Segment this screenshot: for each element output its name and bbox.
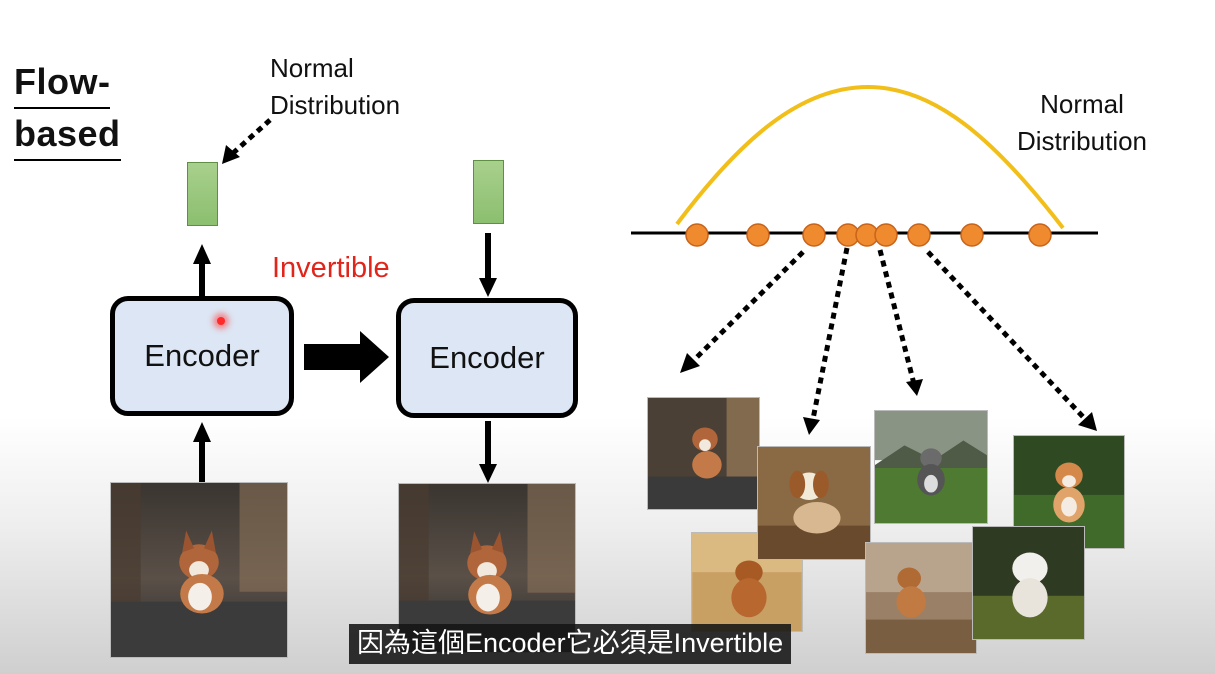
right-normal-distribution-label: Normal Distribution xyxy=(1016,89,1148,156)
latent-vector xyxy=(187,162,218,226)
dotted-arrow-icon xyxy=(222,118,272,164)
arrow-down-icon xyxy=(479,233,497,297)
left-normal-distribution-label: Normal Distribution xyxy=(270,53,401,120)
sample-point xyxy=(874,223,898,247)
dotted-arrow-icon xyxy=(690,250,805,364)
generated-dog-photo xyxy=(972,526,1085,640)
arrow-right-icon xyxy=(304,331,389,383)
dog-photo-icon xyxy=(866,543,976,653)
arrow-down-icon xyxy=(479,421,497,483)
dotted-arrow-icon xyxy=(809,247,850,425)
generated-dog-photo xyxy=(647,397,760,510)
sample-point xyxy=(802,223,826,247)
sample-point xyxy=(907,223,931,247)
normal-distribution-curve xyxy=(675,84,1065,230)
latent-vector-sampled xyxy=(473,160,504,224)
page-title: Flow- based xyxy=(14,57,121,161)
dog-photo-icon xyxy=(111,483,287,657)
encoder-label: Encoder xyxy=(144,338,260,373)
inverted-encoder-box: Encoder xyxy=(396,298,578,418)
sample-point xyxy=(960,223,984,247)
dog-photo-icon xyxy=(875,411,987,523)
sample-points xyxy=(685,223,1052,247)
dog-photo-icon xyxy=(648,398,759,509)
dotted-arrow-heads xyxy=(680,353,1097,435)
generated-dog-photo xyxy=(874,410,988,524)
dog-photo-icon xyxy=(758,447,870,559)
inverted-encoder-label: Encoder xyxy=(429,340,545,375)
title-line-2: based xyxy=(14,109,121,161)
dog-photo-input xyxy=(110,482,288,658)
generated-dog-photo xyxy=(757,446,871,560)
arrow-up-icon xyxy=(193,244,211,296)
dotted-arrow-icon xyxy=(926,250,1088,422)
laser-pointer-dot xyxy=(217,317,225,325)
dog-photo-icon xyxy=(973,527,1084,639)
encoder-box: Encoder xyxy=(110,296,294,416)
title-line-1: Flow- xyxy=(14,57,111,109)
generated-dog-photo xyxy=(865,542,977,654)
invertible-label: Invertible xyxy=(272,252,390,284)
arrow-up-icon xyxy=(193,422,211,482)
subtitle-caption: 因為這個Encoder它必須是Invertible xyxy=(349,624,792,664)
sample-point xyxy=(1028,223,1052,247)
sample-point xyxy=(685,223,709,247)
sample-point xyxy=(746,223,770,247)
dotted-arrow-icon xyxy=(877,249,917,385)
